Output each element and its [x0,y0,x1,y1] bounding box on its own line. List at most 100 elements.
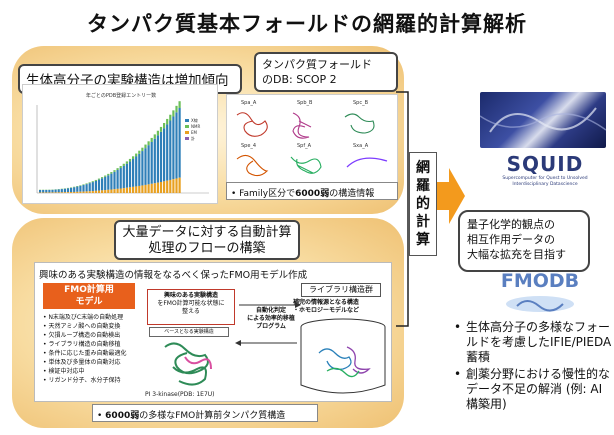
bar-segment [73,191,76,193]
goal-line2: 相互作用データの [467,233,555,246]
bar-segment [113,189,116,193]
bar-segment [70,192,73,193]
bar-segment [156,130,159,136]
protein-structure-4 [236,154,269,177]
flow-item: • 検証中対応中 [43,368,85,375]
protein-illustration [164,342,212,386]
bar-segment [169,179,172,193]
bar-segment [101,190,104,193]
bar-segment [138,185,141,193]
scop-label-line2: のDB: SCOP 2 [262,73,337,86]
bar-segment [175,105,178,113]
legend-em: EM [191,130,198,135]
protein-structure-1 [236,112,268,137]
bar-segment [125,187,128,193]
bar-segment [88,182,91,184]
bar-segment [104,175,107,177]
bar-segment [125,161,128,164]
bar-segment [119,168,122,189]
scop-cell-4-label: Spe_4 [241,143,256,149]
scop-structures-panel: Spa_A Spb_B Spc_B Spe_4 Spf_A Sxa_A [226,94,398,188]
bar-segment [144,144,147,149]
scop-label: タンパク質フォールド のDB: SCOP 2 [254,52,398,92]
bar-segment [132,156,135,160]
bar-segment [85,183,88,185]
bar-segment [113,171,116,190]
scop-label-line1: タンパク質フォールド [262,58,372,71]
wave-pattern-1 [489,107,597,133]
bar-segment [85,191,88,193]
bar-segment [141,147,144,152]
squid-logo-subtitle: Supercomputer for Quest to Unsolved Inte… [502,176,588,187]
orange-arrow-shape [437,168,465,224]
bar-segment [39,192,42,193]
bar-segment [76,191,79,193]
bar-segment [51,189,54,193]
auto-program-line1: 自動化判定 [255,307,286,314]
scop-note: • Family区分で6000弱の構造情報 [226,182,398,200]
fmo-model-line2: モデル [75,297,103,307]
legend-total: 計 [191,135,195,141]
db-protein-3 [326,367,360,378]
bar-segment [166,118,169,125]
bar-segment [150,137,153,143]
bar-segment [169,114,172,121]
bar-segment [45,192,48,193]
auto-program-line3: プログラム [256,323,286,330]
protein-caption: PI 3-kinase(PDB: 1E7U) [145,391,215,398]
bar-segment [110,172,113,174]
bar-segment [172,110,175,117]
auto-flow-label-line2: 処理のフローの構築 [148,241,266,256]
fmo-model-box: FMO計算用 モデル [43,283,135,309]
scop-cell-2-label: Spb_B [297,100,313,106]
bar-segment [63,188,66,193]
bar-segment [122,165,125,189]
scop-note-prefix: Family区分で [239,189,296,199]
bar-segment [119,188,122,193]
bar-segment [159,181,163,193]
protein-ribbon-green [164,342,209,386]
scop-structures-svg: Spa_A Spb_B Spc_B Spe_4 Spf_A Sxa_A [236,100,388,177]
exhaustive-calc-char: 羅 [416,178,430,194]
protein-structure-5 [290,156,322,174]
bar-segment [88,183,91,192]
exhaustive-calc-char: 計 [416,214,430,230]
bar-segment [122,188,125,193]
bar-segment [150,142,153,184]
bar-segment [169,120,172,180]
interest-structure-box: 興味のある実験構造 をFMO計算可能な状態に 整える [147,289,235,325]
interest-structure-line2: をFMO計算可能な状態に [157,300,225,307]
goal-box: 量子化学的観点の 相互作用データの 大幅な拡充を目指す [458,210,590,272]
arrow-head-library [295,302,301,308]
section-bracket [396,91,409,327]
flow-arrows [235,302,301,346]
bar-segment [91,181,94,183]
auto-flow-panel: 興味のある実験構造の情報をなるべく保ったFMO用モデル作成 FMO計算用 モデル… [34,262,392,402]
chart-bars [39,101,181,193]
supercomputer-image [479,92,607,148]
scop-cell-3-label: Spc_B [353,100,369,106]
bar-segment [101,178,104,191]
bar-segment [141,185,144,193]
bar-segment [107,173,110,176]
bar-segment [132,186,135,193]
bar-segment [66,192,70,193]
protein-structure-3 [344,113,375,134]
bar-segment [94,179,97,181]
protein-structure-6 [346,157,388,168]
bar-segment [73,187,76,192]
pdb-growth-chart: 年ごとのPDB登録エントリー数 X線 NMR EM 計 [22,84,218,204]
library-subtext: 補完の情報源となる構造 ・ホモロジーモデルなど [293,299,389,315]
legend-swatch-total [185,137,189,140]
bar-segment [113,170,116,172]
bar-segment [60,189,63,193]
bar-segment [101,177,104,179]
bar-segment [175,178,178,193]
legend-swatch-nmr [185,125,189,128]
arrow-head-return [235,340,241,346]
exhaustive-calc-text: 網羅的計算 [410,159,436,249]
bar-segment [66,188,70,193]
legend-swatch-xray [185,119,189,122]
exhaustive-calc-char: 網 [416,160,430,176]
bar-segment [91,182,94,192]
